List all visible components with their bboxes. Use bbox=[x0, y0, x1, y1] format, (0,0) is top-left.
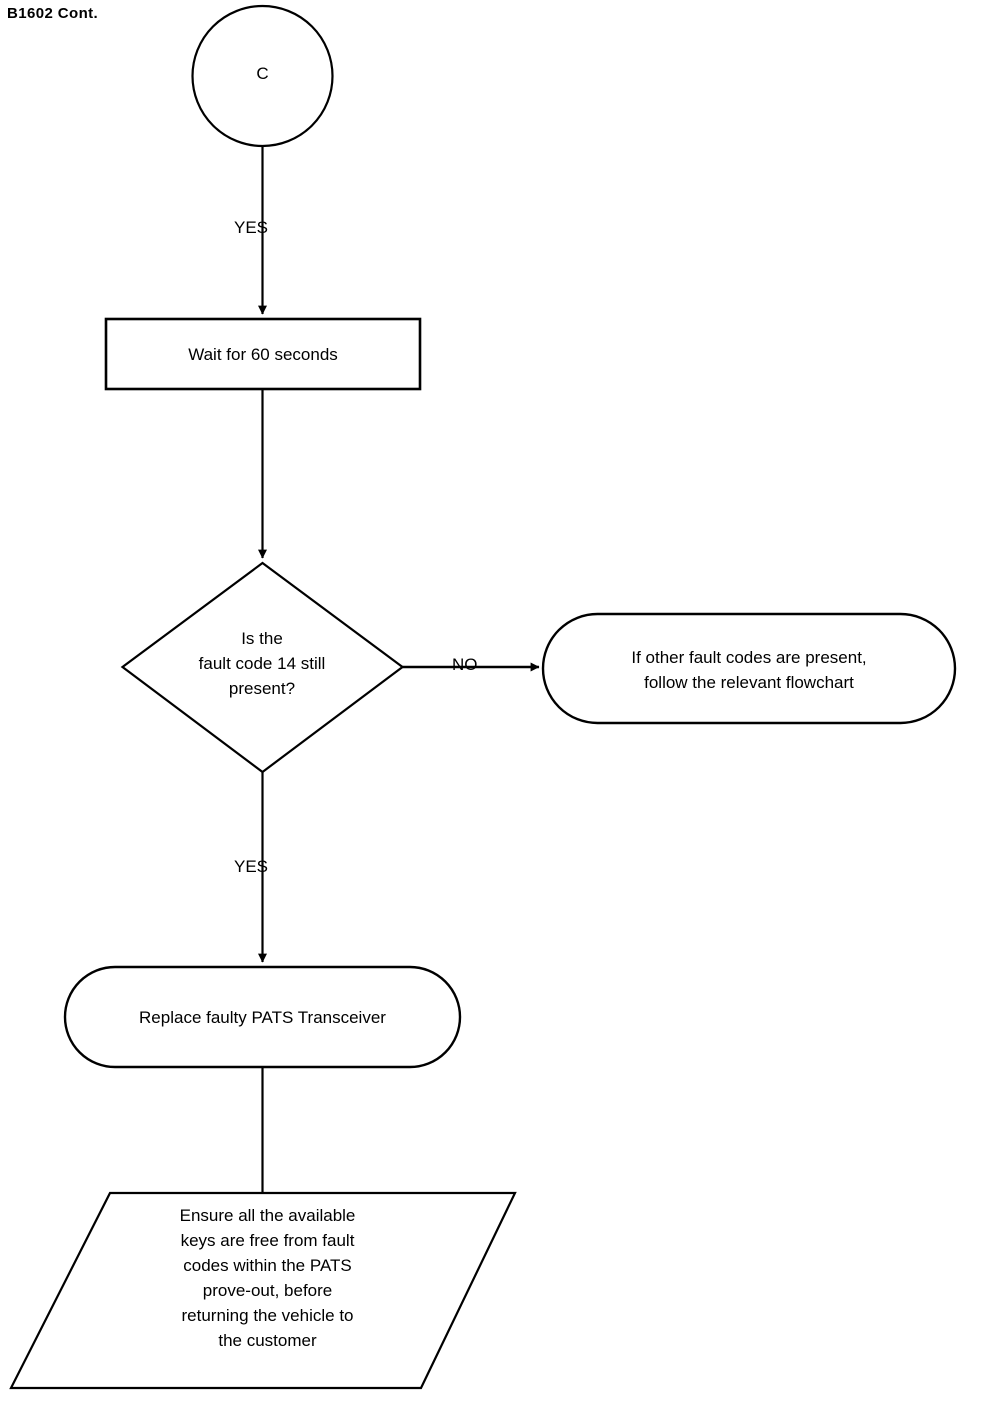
wait-box-label: Wait for 60 seconds bbox=[188, 345, 338, 364]
other-fault-codes-shape bbox=[541, 612, 957, 725]
other-fault-codes-label: If other fault codes are present, follow… bbox=[631, 648, 867, 692]
page-title: B1602 Cont. bbox=[7, 5, 99, 22]
edge-label-yes-top: YES bbox=[234, 218, 269, 237]
ensure-keys-shape bbox=[9, 1191, 517, 1390]
decision-diamond-label: Is the fault code 14 still present? bbox=[198, 629, 326, 698]
ensure-keys-label: Ensure all the available keys are free f… bbox=[179, 1206, 356, 1350]
edge-label-yes-bottom: YES bbox=[234, 857, 269, 876]
wait-box-shape bbox=[104, 317, 422, 391]
edge-label-no: NO bbox=[452, 655, 478, 674]
connector-c-label: C bbox=[256, 64, 269, 83]
replace-pats-label: Replace faulty PATS Transceiver bbox=[139, 1008, 386, 1027]
